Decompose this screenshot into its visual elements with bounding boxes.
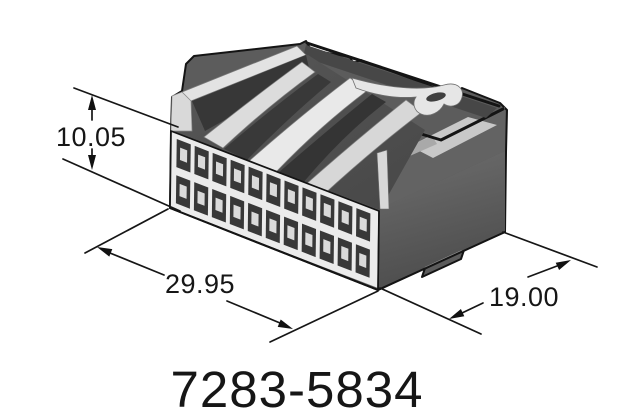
depth-arrowhead-left [449, 309, 465, 319]
terminal-tab [179, 183, 187, 199]
receptacle-interior [410, 117, 497, 158]
rib-gap-2 [278, 94, 386, 184]
terminal-tab [233, 168, 242, 184]
guide-rib-1 [203, 61, 316, 149]
lock-lever-loop-hole [426, 92, 446, 102]
terminal-tab [215, 197, 223, 213]
height-arrowhead-top [88, 95, 96, 110]
width-ext-line-right [269, 290, 379, 343]
terminal-tab [287, 225, 295, 241]
terminal-tab [197, 190, 205, 206]
terminal-tab [341, 246, 349, 262]
terminal-tab [359, 252, 367, 268]
width-dimension: 29.95 [84, 208, 379, 343]
width-arrow-shaft-right [226, 300, 281, 324]
width-arrowhead-right [277, 319, 293, 329]
terminal-tab [251, 175, 260, 191]
depth-dimension-label: 19.00 [489, 282, 559, 312]
connector-side-face [378, 151, 505, 290]
right-end-wall-strip [376, 149, 390, 210]
depth-ext-line-bottom [379, 287, 482, 335]
height-arrowhead-bottom [88, 155, 96, 170]
terminal-tab [305, 196, 313, 212]
height-dimension: 10.05 [56, 87, 181, 212]
depth-arrowhead-right [555, 260, 571, 270]
terminal-tab [305, 232, 313, 248]
depth-ext-line-top [502, 231, 598, 268]
terminal-tab [341, 209, 349, 225]
terminal-tab [251, 211, 259, 227]
back-right-rim [305, 41, 501, 108]
terminal-tab [197, 154, 206, 170]
cavity-grid [175, 139, 371, 278]
height-ext-line-bottom [62, 158, 181, 212]
terminal-tab [179, 147, 188, 163]
terminal-tab [269, 218, 277, 234]
terminal-tab [233, 204, 241, 220]
depth-arrow-shaft-right [527, 265, 558, 278]
terminal-tab [215, 161, 224, 177]
height-ext-line-top [73, 87, 179, 128]
terminal-tab [359, 216, 367, 232]
lock-lever-arm [351, 77, 463, 116]
connector-illustration [169, 40, 508, 291]
back-left-wall-panel [192, 55, 310, 131]
width-arrow-shaft-left [109, 252, 165, 276]
rib-gap-1 [224, 74, 331, 160]
terminal-tab [323, 239, 331, 255]
width-ext-line-left [84, 208, 169, 254]
depth-dimension: 19.00 [379, 231, 598, 335]
front-right-edge [377, 210, 380, 291]
terminal-tab [323, 202, 331, 218]
width-dimension-label: 29.95 [165, 269, 235, 299]
terminal-tab [287, 189, 295, 205]
height-dimension-label: 10.05 [56, 122, 126, 152]
width-arrowhead-left [97, 247, 113, 257]
depth-arrow-shaft-left [461, 302, 484, 314]
part-number-label: 7283-5834 [171, 361, 424, 418]
terminal-tab [269, 182, 278, 198]
terminal-face [169, 130, 380, 291]
